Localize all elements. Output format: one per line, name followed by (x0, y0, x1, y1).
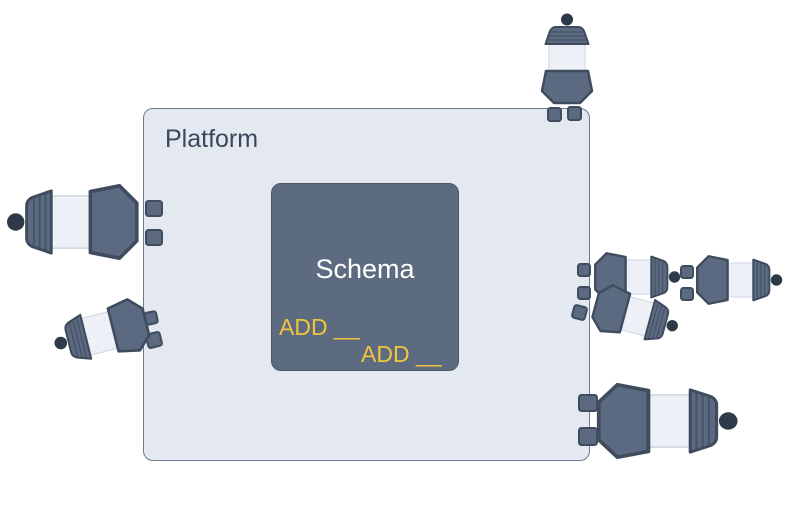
plug-icon-right-tilted (591, 284, 678, 341)
plug-icon-top (540, 13, 594, 105)
platform-box: Platform Schema ADD __ ADD __ (143, 108, 590, 461)
schema-add-label-2: ADD __ (361, 341, 442, 367)
plug-icon-left-lower (54, 298, 151, 360)
plug-icon-right-upper (594, 252, 681, 302)
plug-icon-bottom-right (596, 382, 738, 460)
plug-icon-left-upper (7, 183, 139, 261)
port-icon-floating-1 (680, 265, 694, 279)
plug-icon-right-outer (696, 255, 783, 305)
platform-label: Platform (165, 125, 259, 153)
schema-box: Schema ADD __ ADD __ (271, 183, 459, 371)
schema-label: Schema (315, 254, 415, 284)
schema-add-label-1: ADD __ (279, 314, 360, 340)
port-icon-floating-2 (680, 287, 694, 301)
